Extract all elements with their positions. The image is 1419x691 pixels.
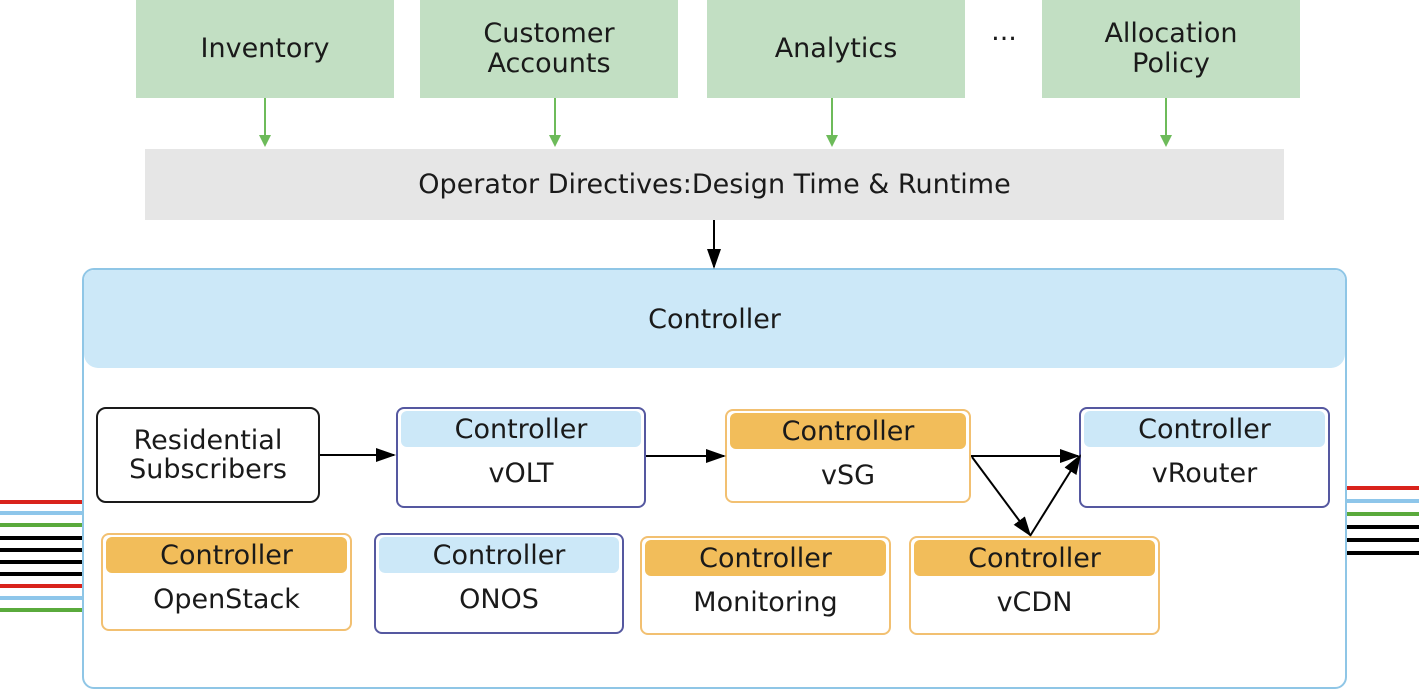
vcdn-to-vrouter-arrow <box>1029 454 1082 537</box>
controller-panel-header: Controller <box>84 270 1345 368</box>
vsg-label: vSG <box>820 459 876 491</box>
vrouter-controller-header: Controller <box>1084 411 1325 447</box>
left-network-lines <box>0 500 82 612</box>
operator-directives-label: Operator Directives:Design Time & Runtim… <box>418 169 1011 200</box>
monitoring-controller-header: Controller <box>645 540 886 576</box>
vcdn-controller-header: Controller <box>914 540 1155 576</box>
vsg-to-vcdn-arrow <box>971 456 1032 537</box>
openstack-controller-header: Controller <box>106 537 347 573</box>
volt-label: vOLT <box>488 457 554 489</box>
monitoring-label: Monitoring <box>693 586 838 618</box>
customer-accounts-box: Customer Accounts <box>420 0 678 98</box>
volt-controller-node: Controller vOLT <box>396 407 646 508</box>
vrouter-controller-node: Controller vRouter <box>1079 407 1330 508</box>
right-network-lines <box>1347 486 1419 555</box>
inventory-box: Inventory <box>136 0 394 98</box>
openstack-label: OpenStack <box>153 583 300 615</box>
vrouter-label: vRouter <box>1151 457 1258 489</box>
analytics-label: Analytics <box>774 33 898 64</box>
inventory-label: Inventory <box>200 33 330 64</box>
onos-label: ONOS <box>459 583 539 615</box>
residential-subscribers-box: Residential Subscribers <box>96 407 320 503</box>
vsg-controller-node: Controller vSG <box>725 409 971 503</box>
vsg-controller-header: Controller <box>730 413 966 449</box>
more-sources-ellipsis: ... <box>991 16 1017 47</box>
customer-accounts-label: Customer Accounts <box>483 18 615 79</box>
allocation-policy-box: Allocation Policy <box>1042 0 1300 98</box>
onos-controller-header: Controller <box>379 537 619 573</box>
operator-directives-bar: Operator Directives:Design Time & Runtim… <box>145 149 1284 220</box>
onos-controller-node: Controller ONOS <box>374 533 624 634</box>
openstack-controller-node: Controller OpenStack <box>101 533 352 631</box>
monitoring-controller-node: Controller Monitoring <box>640 536 891 635</box>
residential-subscribers-label: Residential Subscribers <box>129 425 287 485</box>
analytics-box: Analytics <box>707 0 965 98</box>
vcdn-controller-node: Controller vCDN <box>909 536 1160 635</box>
volt-controller-header: Controller <box>401 411 641 447</box>
controller-panel-title: Controller <box>648 303 781 335</box>
vcdn-label: vCDN <box>996 586 1073 618</box>
allocation-policy-label: Allocation Policy <box>1104 18 1238 79</box>
